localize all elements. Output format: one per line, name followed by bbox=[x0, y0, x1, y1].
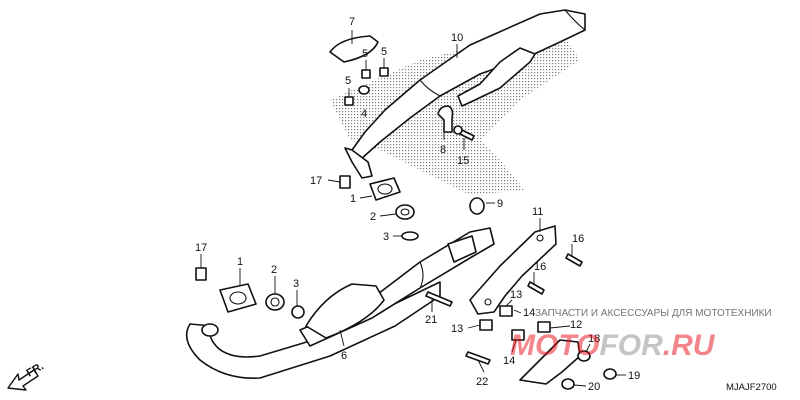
callout-15: 15 bbox=[457, 155, 469, 167]
callout-5: 5 bbox=[345, 75, 351, 87]
ring-lower bbox=[291, 305, 305, 319]
callout-numbers: 7 10 5 5 5 4 8 15 17 1 2 3 9 11 16 16 17… bbox=[195, 16, 640, 393]
gasket-lower bbox=[265, 293, 285, 311]
clip-a bbox=[361, 69, 371, 79]
ring-upper bbox=[401, 231, 419, 241]
upper-muffler-bracket bbox=[457, 47, 536, 107]
callout-19: 19 bbox=[628, 370, 640, 382]
front-label: FR. bbox=[25, 360, 46, 379]
muffler-hanger-bracket bbox=[469, 225, 557, 315]
rubber-cushion bbox=[469, 197, 485, 215]
stud-upper bbox=[339, 175, 351, 189]
callout-17: 17 bbox=[310, 175, 322, 187]
bolt-16a bbox=[565, 253, 583, 267]
callout-13: 13 bbox=[451, 323, 463, 335]
lower-heat-shield bbox=[305, 283, 385, 339]
watermark-brand-a: MOTO bbox=[510, 329, 599, 362]
collar-14b bbox=[537, 321, 551, 333]
stud-lower bbox=[195, 267, 207, 281]
front-direction-indicator: FR. bbox=[7, 360, 46, 391]
lower-muffler-assembly bbox=[185, 227, 495, 379]
bracket-assembly bbox=[425, 225, 617, 390]
watermark-brand-b: FOR bbox=[599, 329, 663, 362]
callout-3: 3 bbox=[293, 278, 299, 290]
bolt-22 bbox=[465, 351, 491, 365]
callout-3: 3 bbox=[383, 231, 389, 243]
callout-8: 8 bbox=[440, 144, 446, 156]
washer-18 bbox=[577, 350, 591, 362]
watermark-tagline: ЗАПЧАСТИ И АКСЕССУАРЫ ДЛЯ МОТОТЕХНИКИ bbox=[535, 308, 772, 319]
lower-exhaust-pipe bbox=[185, 281, 441, 379]
collar-13b bbox=[499, 305, 513, 317]
clip-b bbox=[379, 67, 389, 77]
callout-21: 21 bbox=[425, 314, 437, 326]
diagram-code: MJAJF2700 bbox=[726, 382, 777, 393]
joint-collar-upper bbox=[369, 177, 401, 201]
callout-4: 4 bbox=[361, 108, 367, 120]
bolt-21 bbox=[425, 291, 453, 307]
callout-7: 7 bbox=[349, 16, 355, 28]
callout-12: 12 bbox=[570, 319, 582, 331]
callout-10: 10 bbox=[451, 32, 463, 44]
callout-18: 18 bbox=[588, 333, 600, 345]
watermark: ЗАПЧАСТИ И АКСЕССУАРЫ ДЛЯ МОТОТЕХНИКИ MO… bbox=[510, 308, 772, 362]
callout-5: 5 bbox=[381, 46, 387, 58]
callout-5: 5 bbox=[362, 48, 368, 60]
callout-22: 22 bbox=[476, 376, 488, 388]
nut-20 bbox=[561, 378, 575, 390]
front-arrow-icon bbox=[7, 369, 39, 391]
callout-9: 9 bbox=[497, 198, 503, 210]
leader-lines bbox=[200, 30, 626, 387]
callout-13: 13 bbox=[510, 289, 522, 301]
nut bbox=[358, 85, 370, 95]
gasket-upper bbox=[395, 204, 415, 220]
callout-14: 14 bbox=[503, 355, 515, 367]
collar-13 bbox=[479, 319, 493, 331]
callout-17: 17 bbox=[195, 242, 207, 254]
upper-exhaust-pipe bbox=[344, 147, 373, 179]
callout-6: 6 bbox=[341, 350, 347, 362]
callout-11: 11 bbox=[532, 206, 543, 218]
bolt-16b bbox=[527, 281, 545, 295]
callout-1: 1 bbox=[237, 256, 243, 268]
collar-14a bbox=[511, 329, 525, 341]
muffler-mount bbox=[447, 235, 477, 263]
heat-shield bbox=[329, 35, 379, 63]
callout-14: 14 bbox=[523, 307, 535, 319]
callout-16: 16 bbox=[572, 233, 584, 245]
callout-2: 2 bbox=[271, 264, 277, 276]
joint-collar-lower bbox=[219, 283, 257, 313]
callout-1: 1 bbox=[350, 193, 356, 205]
watermark-brand: MOTOFOR.RU bbox=[510, 329, 716, 362]
step-bracket bbox=[519, 339, 581, 385]
callout-16: 16 bbox=[534, 261, 546, 273]
watermark-brand-c: .RU bbox=[663, 329, 716, 362]
pipe-inlet bbox=[201, 323, 219, 337]
upper-muffler-assembly bbox=[329, 9, 586, 241]
callout-2: 2 bbox=[370, 211, 376, 223]
callout-20: 20 bbox=[588, 381, 600, 393]
clamp bbox=[437, 105, 454, 133]
clip-c bbox=[344, 96, 354, 106]
nut-19 bbox=[603, 368, 617, 380]
